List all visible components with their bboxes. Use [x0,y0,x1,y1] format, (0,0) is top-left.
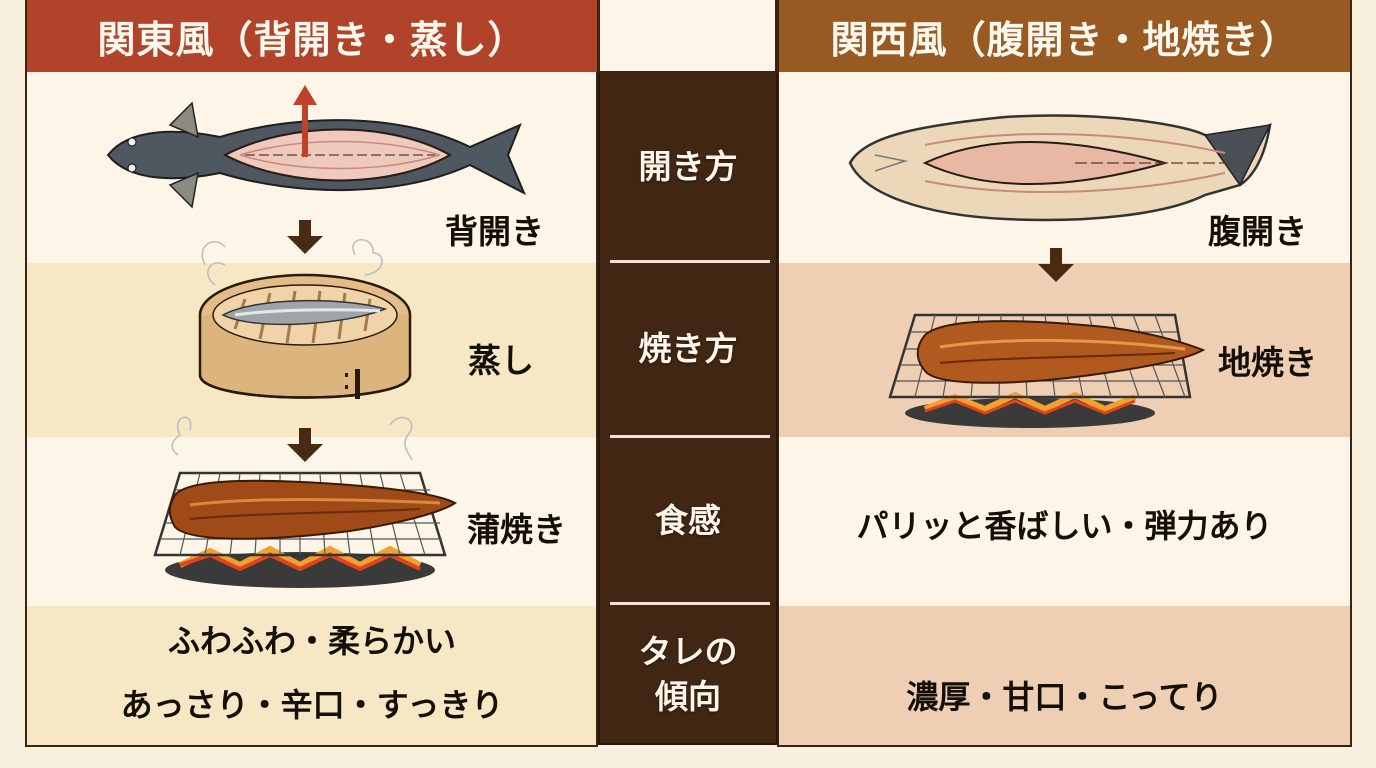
kanto-texture-text: ふわふわ・柔らかい [167,622,456,660]
category-cut: 開き方 [600,73,776,261]
eel-split-from-belly-icon [848,114,1272,222]
down-arrow-icon [1038,248,1074,282]
category-texture: 食感 [600,438,776,604]
kanto-grill-label: 蒲焼き [467,510,566,549]
down-arrow-icon [287,220,323,254]
kanto-steam-label: 蒸し [468,341,534,380]
bamboo-steamer-icon [198,239,412,399]
category-divider [610,260,770,263]
category-texture-label: 食感 [655,500,721,540]
category-sauce: タレの 傾向 [600,605,776,745]
center-header-blank [598,0,777,73]
kansai-band-sauce [779,606,1350,745]
kanto-band-sauce [27,606,596,745]
kansai-cut-label: 腹開き [1208,212,1307,251]
category-cut-label: 開き方 [638,146,738,186]
category-divider [610,435,770,438]
category-column: 開き方 焼き方 食感 タレの 傾向 [598,73,778,745]
down-arrow-icon [287,428,323,462]
grilled-eel-on-charcoal-icon [153,416,457,588]
kanto-sauce-text: あっさり・辛口・すっきり [120,686,504,724]
category-sauce-label-2: 傾向 [655,677,721,716]
eel-split-from-back-icon [106,85,526,209]
kansai-texture-text: パリッと香ばしい・弾力あり [856,506,1273,545]
grilled-eel-on-charcoal-icon [888,313,1206,428]
kansai-grill-label: 地焼き [1218,343,1317,382]
kanto-cut-label: 背開き [445,212,544,251]
category-grill: 焼き方 [600,263,776,435]
category-grill-label: 焼き方 [638,328,738,368]
category-divider [610,602,770,605]
kansai-sauce-text: 濃厚・甘口・こってり [906,678,1223,716]
category-sauce-label-1: タレの [638,632,738,672]
kansai-header: 関西風（腹開き・地焼き） [779,0,1350,72]
kanto-header: 関東風（背開き・蒸し） [27,0,597,72]
